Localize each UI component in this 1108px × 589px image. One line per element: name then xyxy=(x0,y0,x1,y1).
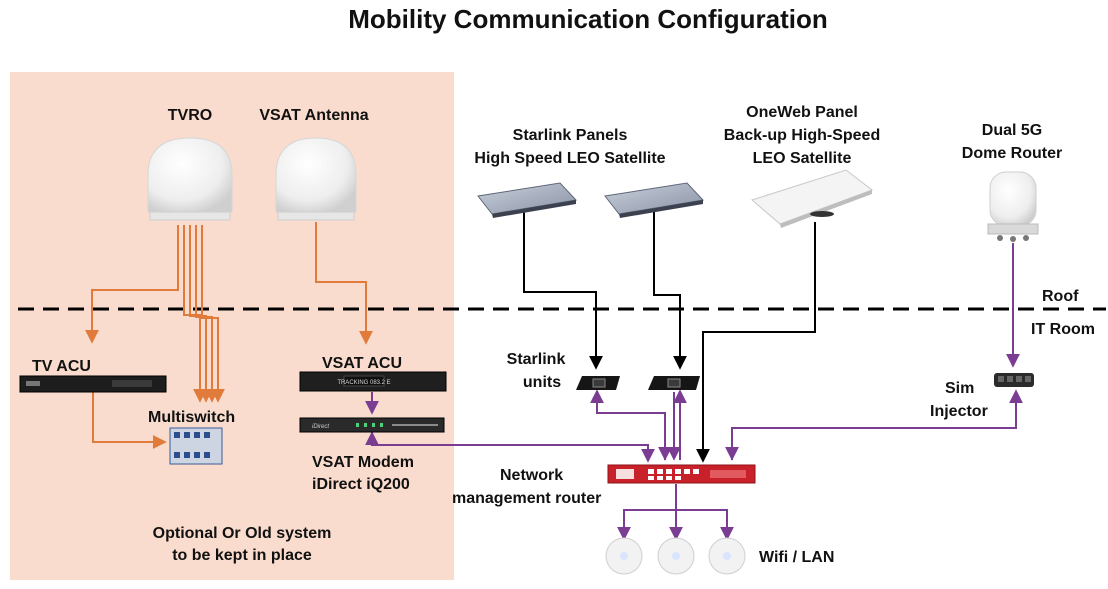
oneweb-panel xyxy=(750,169,874,228)
wifi-ap-3 xyxy=(708,537,746,575)
starlink-panel-2-link xyxy=(653,212,687,370)
purple-links xyxy=(365,243,1023,541)
roof-label: Roof xyxy=(1042,288,1079,305)
dome-router-sublabel: Dome Router xyxy=(961,145,1063,162)
vsat-acu-unit: TRACKING 083.2 E xyxy=(299,371,447,392)
starlink-unit-1-router-link-down xyxy=(597,412,672,461)
black-links xyxy=(523,212,816,463)
orange-links xyxy=(85,222,373,449)
dome-router-label: Dual 5G xyxy=(981,122,1043,139)
dome-router xyxy=(987,171,1039,242)
network-router-unit xyxy=(607,464,756,484)
vsat-modem-sublabel: iDirect iQ200 xyxy=(312,476,410,493)
vsat-acu-label: VSAT ACU xyxy=(322,355,402,372)
tvro-label: TVRO xyxy=(167,107,213,124)
starlink-panels-label: Starlink Panels xyxy=(512,127,628,144)
starlink-panel-1 xyxy=(477,182,578,218)
legacy-note-line1: Optional Or Old system xyxy=(152,525,332,542)
tv-acu-to-multiswitch-link xyxy=(92,392,167,449)
wifi-ap-1 xyxy=(605,537,643,575)
oneweb-link xyxy=(696,222,816,463)
diagram-title: Mobility Communication Configuration xyxy=(348,4,828,34)
oneweb-sublabel-1: Back-up High-Speed xyxy=(723,127,881,144)
sim-injector-unit xyxy=(994,373,1034,387)
wifi-ap-2 xyxy=(657,537,695,575)
starlink-panel-2 xyxy=(604,182,705,218)
legacy-note-line2: to be kept in place xyxy=(172,547,312,564)
router-sublabel: management router xyxy=(452,490,602,507)
vsat-modem-label: VSAT Modem xyxy=(312,454,414,471)
multiswitch-unit xyxy=(169,427,223,465)
oneweb-sublabel-2: LEO Satellite xyxy=(752,150,852,167)
vsat-antenna-label: VSAT Antenna xyxy=(259,107,369,124)
starlink-panel-1-link xyxy=(523,212,603,370)
multiswitch-label: Multiswitch xyxy=(148,409,236,426)
starlink-unit-2 xyxy=(648,376,700,390)
starlink-panels-sublabel: High Speed LEO Satellite xyxy=(474,150,666,167)
tvro-to-multiswitch-link-4 xyxy=(201,225,225,403)
vsat-antenna-to-acu-link xyxy=(315,222,373,345)
starlink-units-label: Starlink xyxy=(506,351,566,368)
starlink-units-sublabel: units xyxy=(522,374,562,391)
tv-acu-label: TV ACU xyxy=(32,358,91,375)
tvro-to-tv-acu-link xyxy=(85,225,179,344)
router-to-ap-1-link xyxy=(617,484,677,541)
vsat-acu-display: TRACKING 083.2 E xyxy=(337,380,390,386)
tv-acu-unit xyxy=(19,375,167,393)
vsat-modem-unit: iDirect xyxy=(299,417,445,433)
sim-router-link-down xyxy=(725,427,1016,461)
it-room-label: IT Room xyxy=(1031,321,1095,338)
router-to-ap-3-link xyxy=(676,509,734,541)
legacy-zone xyxy=(10,72,454,580)
oneweb-label: OneWeb Panel xyxy=(746,104,858,121)
wifi-lan-label: Wifi / LAN xyxy=(759,549,835,566)
vsat-antenna-dome xyxy=(275,137,357,221)
sim-injector-label: Sim xyxy=(945,380,975,397)
modem-brand: iDirect xyxy=(312,424,329,430)
router-label: Network xyxy=(500,467,564,484)
sim-injector-sublabel: Injector xyxy=(930,403,988,420)
starlink-unit-1-router-link xyxy=(590,389,666,460)
starlink-unit-1 xyxy=(576,376,620,390)
tvro-dome xyxy=(147,137,233,221)
